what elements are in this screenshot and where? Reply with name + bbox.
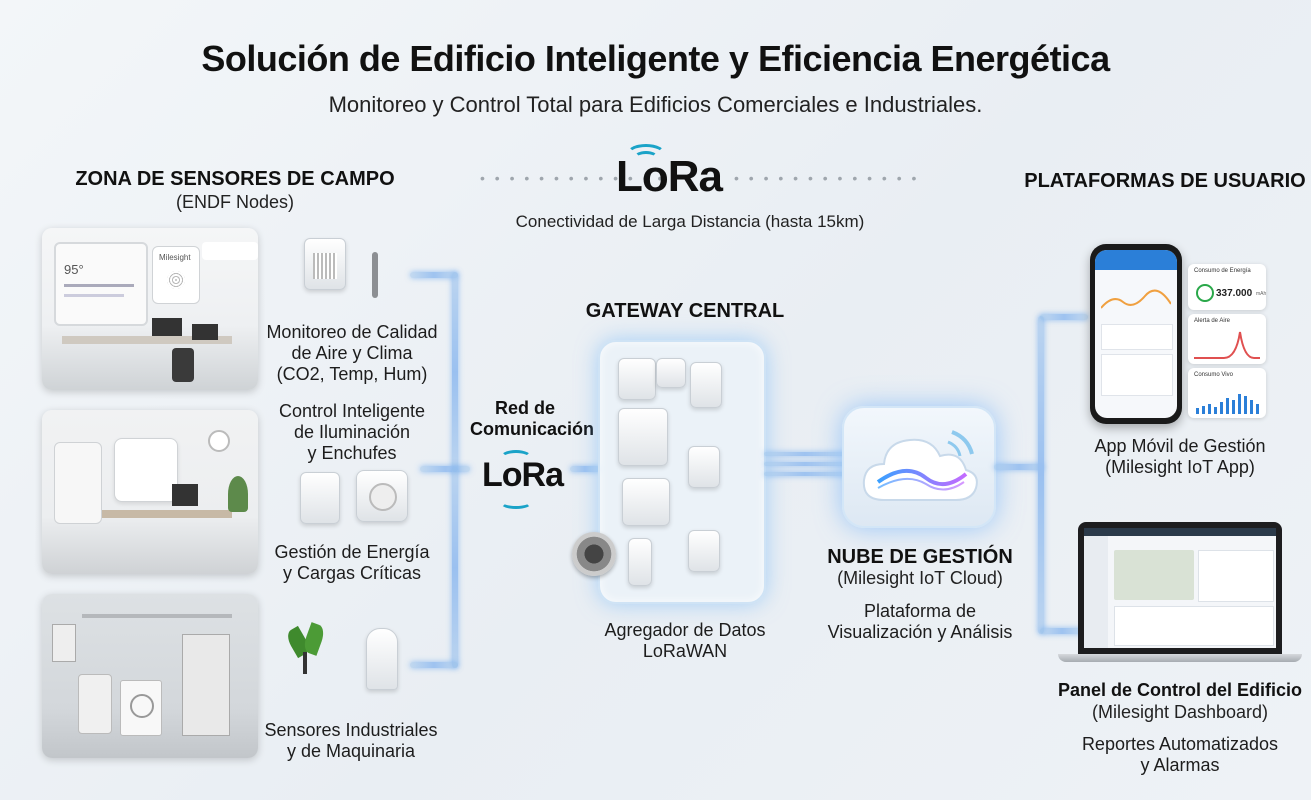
- connector-line: [1040, 314, 1088, 320]
- gateway-device: [688, 530, 720, 572]
- smart-plug-device: [356, 470, 408, 522]
- brand-label: Milesight: [159, 253, 191, 262]
- signal-wave-icon: [634, 151, 658, 164]
- cloud-box: [842, 406, 996, 528]
- gateway-device: [618, 358, 656, 400]
- signal-wave-icon: [500, 496, 532, 509]
- connector-line: [1038, 316, 1044, 634]
- air-alert-chart: [1194, 331, 1260, 359]
- office-lighting-photo: [42, 410, 258, 574]
- gateway-device: [656, 358, 686, 388]
- phone-chart: [1101, 289, 1171, 309]
- plant-icon: [284, 622, 327, 674]
- app-card-air-title: Alerta de Aire: [1194, 318, 1231, 324]
- live-bar-chart: [1196, 394, 1259, 414]
- air-quality-display: 95°: [54, 242, 148, 326]
- utility-room-photo: [42, 594, 258, 758]
- phone-device: [1090, 244, 1182, 424]
- connector-line: [994, 464, 1044, 470]
- connector-line: [452, 468, 458, 668]
- connector-line: [570, 466, 600, 472]
- page-title: Solución de Edificio Inteligente y Efici…: [201, 38, 1110, 79]
- app-card-energy: Consumo de Energía 337.000 mAh: [1188, 264, 1266, 310]
- connector-plug-icon: [572, 532, 616, 576]
- network-lora-logo: LoRa: [482, 456, 564, 494]
- temperature-probe: [372, 252, 378, 298]
- display-temperature: 95°: [64, 262, 84, 277]
- sensor-group-lighting-caption: Control Inteligente de Iluminación y Enc…: [278, 401, 426, 463]
- gateway-device: [690, 362, 722, 408]
- app-caption: App Móvil de Gestión (Milesight IoT App): [1094, 436, 1266, 477]
- dotted-connector-right: • • • • • • • • • • • • •: [734, 170, 920, 186]
- connector-line: [452, 272, 458, 472]
- cloud-caption: Plataforma de Visualización y Análisis: [827, 601, 1013, 642]
- cloud-subtitle: (Milesight IoT Cloud): [837, 568, 1003, 588]
- user-platforms-title: PLATAFORMAS DE USUARIO: [1024, 170, 1306, 192]
- app-card-energy-unit: mAh: [1256, 291, 1267, 297]
- lora-caption: Conectividad de Larga Distancia (hasta 1…: [515, 212, 865, 231]
- connector-line: [1040, 628, 1084, 634]
- lora-top-logo-group: LoRa: [612, 140, 723, 201]
- connector-line: [764, 462, 846, 466]
- cloud-icon: [862, 430, 978, 501]
- sensors-zone-title: ZONA DE SENSORES DE CAMPO: [75, 168, 395, 190]
- connector-line: [410, 272, 458, 278]
- connector-line: [410, 662, 458, 668]
- sensor-group-air-caption: Monitoreo de Calidad de Aire y Clima (CO…: [266, 322, 438, 384]
- connector-line: [420, 466, 470, 472]
- laptop-base: [1058, 654, 1302, 662]
- app-card-air-alert: Alerta de Aire: [1188, 314, 1266, 364]
- lora-logo: LoRa: [616, 152, 723, 201]
- app-card-live: Consumo Vivo: [1188, 368, 1266, 418]
- page-subtitle: Monitoreo y Control Total para Edificios…: [328, 92, 983, 117]
- network-lora-group: LoRa: [478, 448, 574, 509]
- energy-gauge-icon: [1196, 284, 1214, 302]
- air-sensor-device: [304, 238, 346, 290]
- gateway-device: [688, 446, 720, 488]
- gateway-title: GATEWAY CENTRAL: [585, 300, 785, 322]
- dotted-connector-left: • • • • • • • • • • • • •: [480, 170, 666, 186]
- phone-screen: [1095, 250, 1177, 418]
- network-title: Red de Comunicación: [470, 398, 595, 439]
- cloud-title: NUBE DE GESTIÓN: [827, 546, 1013, 568]
- office-photo: 95° Milesight: [42, 228, 258, 390]
- sensor-group-industrial-caption: Sensores Industriales y de Maquinaria: [264, 720, 438, 761]
- energy-meter-device: [300, 472, 340, 524]
- industrial-sensor-device: [366, 628, 398, 690]
- dashboard-subtitle: (Milesight Dashboard): [1091, 702, 1269, 722]
- gateway-device: [628, 538, 652, 586]
- gateway-device: [622, 478, 670, 526]
- app-card-energy-value: 337.000: [1216, 288, 1253, 299]
- app-card-live-title: Consumo Vivo: [1194, 372, 1233, 378]
- sensor-group-energy-caption: Gestión de Energía y Cargas Críticas: [274, 542, 430, 583]
- dashboard-caption: Reportes Automatizados y Alarmas: [1081, 734, 1279, 775]
- connector-line: [764, 472, 846, 476]
- laptop-screen: [1084, 528, 1276, 648]
- laptop-device: [1078, 522, 1282, 654]
- app-card-energy-title: Consumo de Energía: [1194, 268, 1251, 274]
- gateway-box: [598, 340, 766, 604]
- signal-wave-icon: [626, 144, 666, 165]
- signal-wave-icon: [500, 450, 532, 465]
- gateway-caption: Agregador de Datos LoRaWAN: [604, 620, 766, 661]
- gateway-device: [618, 408, 668, 466]
- connector-line: [764, 452, 846, 456]
- sensors-zone-subtitle: (ENDF Nodes): [175, 192, 295, 212]
- sensor-device: Milesight: [152, 246, 200, 304]
- dashboard-title: Panel de Control del Edificio: [1057, 680, 1303, 700]
